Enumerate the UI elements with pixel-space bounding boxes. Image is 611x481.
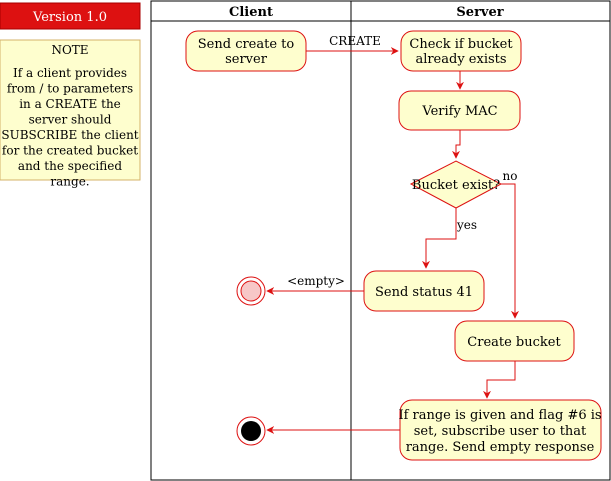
node-subscribe-line3: range. Send empty response [406, 440, 595, 455]
edge-empty-label: <empty> [287, 274, 345, 288]
lane-server-header: Server [456, 5, 503, 20]
node-send-status-label: Send status 41 [375, 285, 473, 300]
node-create-bucket [454, 320, 575, 362]
note-line: If a client provides [13, 66, 127, 80]
node-create-bucket-label: Create bucket [467, 335, 561, 350]
lane-client-header: Client [229, 5, 273, 20]
edge-create-label: CREATE [329, 34, 381, 48]
decision-bucket-exist [409, 160, 503, 209]
swimlane-frame [150, 0, 611, 481]
node-send-create-line1: Send create to [198, 37, 295, 52]
node-send-status [363, 270, 485, 312]
node-verify-mac-label: Verify MAC [421, 104, 497, 119]
note-line: server should [29, 113, 112, 127]
note-line: from / to parameters [7, 82, 133, 96]
edge-create-to-subscribe [483, 360, 516, 399]
note-box [0, 39, 141, 181]
edge-no [498, 183, 519, 319]
note-line: and the specified [18, 159, 122, 173]
node-check-bucket-line1: Check if bucket [409, 37, 513, 52]
note-line: SUBSCRIBE the client [1, 128, 138, 142]
edge-yes [422, 208, 457, 269]
end-node-inner [241, 421, 261, 441]
flow-final-node-empty [236, 276, 266, 306]
node-subscribe-line2: set, subscribe user to that [414, 424, 587, 439]
node-verify-mac [398, 90, 521, 131]
node-check-bucket-line2: already exists [415, 52, 506, 67]
edge-yes-label: yes [456, 218, 477, 232]
version-label: Version 1.0 [32, 10, 107, 25]
node-check-bucket [400, 30, 522, 72]
note-line: for the created bucket [2, 144, 138, 158]
note-line: range. [50, 175, 89, 189]
edge-verify-to-decision [452, 130, 461, 159]
note-line: in a CREATE the [19, 97, 121, 111]
node-subscribe [399, 399, 602, 461]
end-node [236, 416, 266, 446]
node-send-create [185, 30, 307, 72]
version-badge [0, 2, 141, 30]
note-title: NOTE [51, 43, 88, 57]
flow-final-node-empty-inner [240, 280, 262, 302]
decision-bucket-exist-label: Bucket exist? [412, 178, 500, 193]
note-text: If a client provides from / to parameters… [1, 66, 138, 189]
edge-no-label: no [503, 169, 518, 183]
node-send-create-line2: server [225, 52, 268, 67]
node-subscribe-line1: If range is given and flag #6 is [398, 408, 601, 423]
